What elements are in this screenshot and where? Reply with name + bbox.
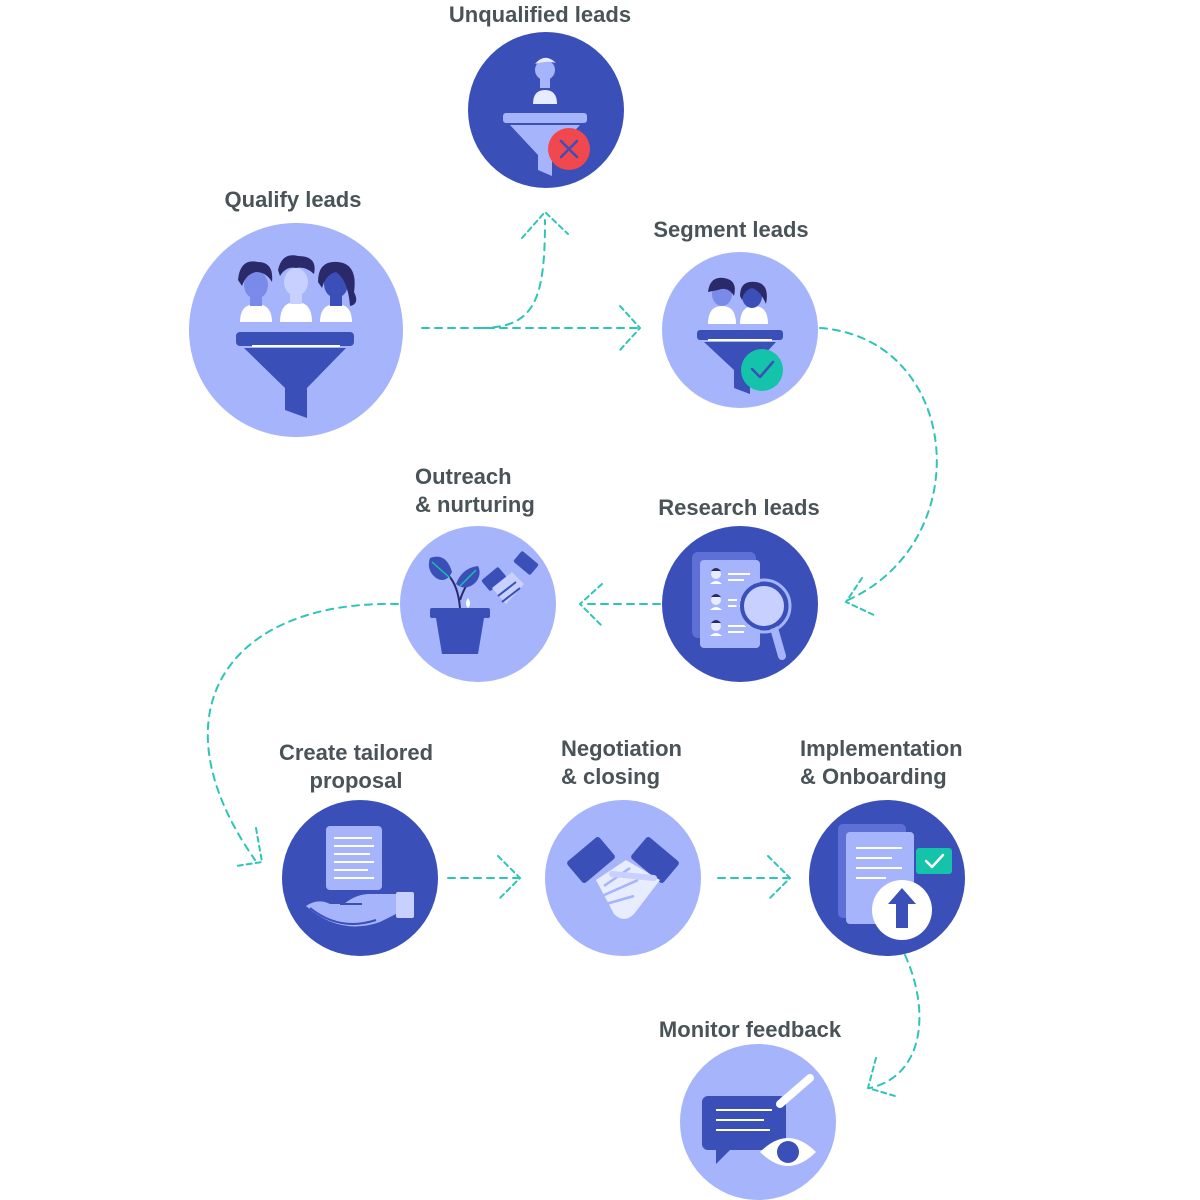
label-qualify-leads: Qualify leads	[225, 186, 362, 214]
label-negotiation-line2: & closing	[561, 764, 661, 789]
arrow-implementation-to-monitor	[869, 954, 921, 1089]
funnel-reject-icon	[503, 57, 590, 176]
label-unqualified-leads-text: Unqualified leads	[448, 2, 632, 27]
step-monitor	[680, 1044, 836, 1200]
plant-handshake-icon	[428, 551, 539, 654]
arrowhead-implementation	[767, 855, 792, 901]
arrowhead-proposal	[235, 827, 264, 867]
label-outreach-line2: & nurturing	[415, 492, 535, 517]
arrowhead-negotiation	[497, 855, 522, 901]
step-negotiation	[545, 800, 701, 956]
arrowheads	[235, 210, 896, 1097]
step-proposal	[282, 800, 438, 956]
label-negotiation-closing: Negotiation & closing	[561, 735, 682, 791]
arrowhead-outreach	[578, 583, 603, 627]
arrowhead-monitor	[866, 1057, 896, 1097]
label-research-leads-text: Research leads	[658, 495, 820, 520]
arrow-qualify-to-unqualified	[479, 219, 546, 329]
label-create-proposal: Create tailored proposal	[279, 739, 433, 795]
step-research	[662, 526, 818, 682]
label-monitor-feedback: Monitor feedback	[659, 1016, 841, 1044]
connectors	[206, 219, 938, 1089]
label-outreach-nurturing: Outreach & nurturing	[415, 463, 535, 519]
label-segment-leads: Segment leads	[653, 216, 808, 244]
funnel-approve-icon	[697, 277, 783, 394]
label-qualify-leads-text: Qualify leads	[224, 187, 362, 212]
funnel-people-icon	[236, 255, 357, 418]
step-outreach	[400, 526, 556, 682]
label-implementation-onboarding: Implementation & Onboarding	[800, 735, 963, 791]
handshake-icon	[567, 837, 679, 919]
label-segment-leads-text: Segment leads	[653, 217, 809, 242]
label-implementation-line1: Implementation	[800, 736, 963, 761]
label-outreach-line1: Outreach	[415, 464, 512, 489]
document-search-icon	[692, 552, 792, 660]
arrowhead-segment	[619, 305, 642, 351]
label-implementation-line2: & Onboarding	[800, 764, 947, 789]
label-research-leads: Research leads	[658, 494, 819, 522]
label-unqualified-leads: Unqualified leads	[449, 1, 631, 29]
chat-eye-icon	[702, 1074, 816, 1166]
arrowhead-unqualified	[521, 210, 569, 239]
step-qualify	[189, 223, 403, 437]
label-monitor-feedback-text: Monitor feedback	[658, 1017, 842, 1042]
label-proposal-line1: Create tailored	[278, 740, 434, 765]
hand-document-icon	[306, 826, 414, 927]
step-implementation	[809, 800, 965, 956]
document-upload-icon	[838, 824, 952, 940]
step-segment	[662, 252, 818, 408]
step-unqualified	[468, 32, 624, 188]
label-proposal-line2: proposal	[309, 768, 403, 793]
arrowhead-research	[844, 577, 877, 617]
label-negotiation-line1: Negotiation	[561, 736, 682, 761]
arrow-segment-to-research	[819, 327, 938, 601]
arrow-outreach-to-proposal	[206, 602, 399, 861]
